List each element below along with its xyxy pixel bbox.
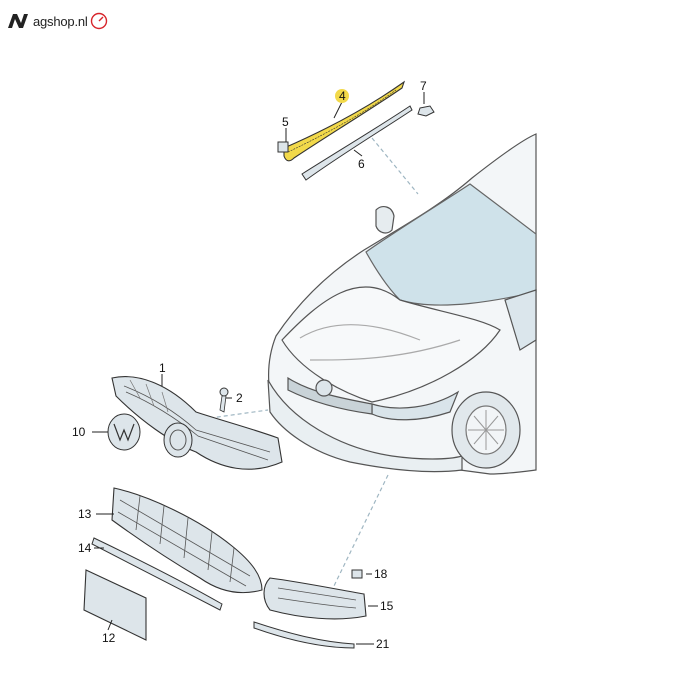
part-1-upper-grille[interactable]	[111, 376, 283, 470]
callout-15[interactable]: 15	[380, 599, 394, 613]
callout-12[interactable]: 12	[102, 631, 116, 645]
part-5-clip[interactable]	[277, 141, 289, 153]
guide-lines	[195, 137, 419, 591]
part-21-trim[interactable]	[253, 621, 355, 649]
logo-n-icon	[8, 14, 28, 28]
part-18-clip[interactable]	[351, 569, 363, 579]
part-15-side-grille[interactable]	[263, 577, 367, 620]
logo-text: agshop.nl	[33, 13, 88, 29]
callout-13[interactable]: 13	[78, 507, 92, 521]
callout-14[interactable]: 14	[78, 541, 92, 555]
callout-4[interactable]: 4	[339, 89, 346, 103]
callout-21[interactable]: 21	[376, 637, 390, 651]
gauge-icon	[90, 12, 107, 30]
callout-4-highlight	[335, 89, 349, 103]
part-2-screw[interactable]	[219, 387, 229, 413]
part-4-trim-strip[interactable]	[283, 80, 406, 162]
callout-10[interactable]: 10	[72, 425, 86, 439]
part-10-emblem[interactable]	[107, 413, 193, 458]
callout-7[interactable]: 7	[420, 79, 427, 93]
shop-logo[interactable]: agshop.nl	[8, 10, 108, 32]
part-7-fastener[interactable]	[417, 105, 435, 117]
part-6-seal[interactable]	[301, 105, 413, 181]
callout-labels: 1 2 4 5 6 7 10 12 13 14 15 18 21	[72, 79, 427, 651]
part-14-strip[interactable]	[91, 537, 223, 611]
part-13-lower-grille[interactable]	[111, 487, 263, 594]
callout-2[interactable]: 2	[236, 391, 243, 405]
part-12-plate-bracket[interactable]	[83, 569, 147, 641]
callout-5[interactable]: 5	[282, 115, 289, 129]
car-illustration	[267, 133, 537, 475]
callout-6[interactable]: 6	[358, 157, 365, 171]
callout-18[interactable]: 18	[374, 567, 388, 581]
callout-1[interactable]: 1	[159, 361, 166, 375]
callout-leaders	[92, 92, 425, 645]
